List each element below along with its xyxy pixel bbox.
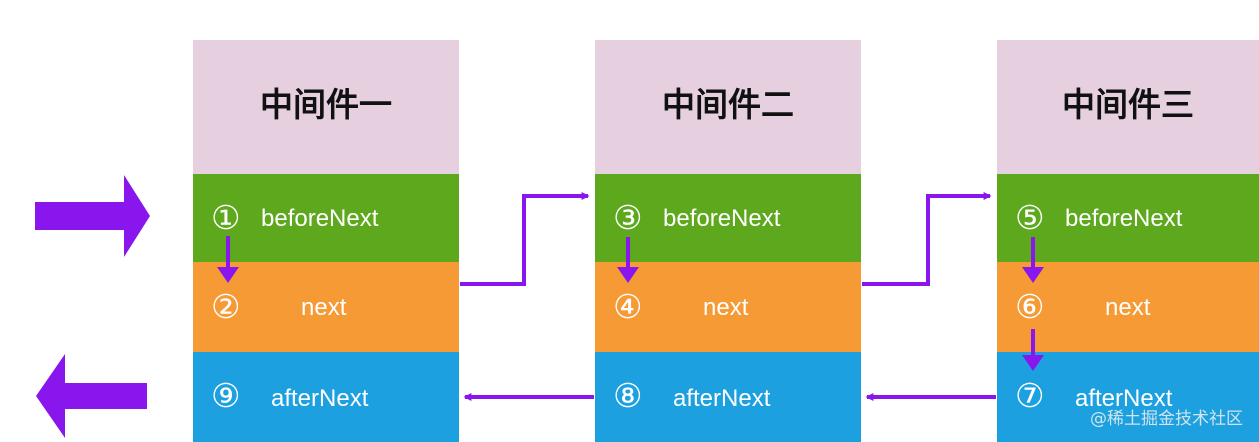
step-number: ⑥ [1015, 287, 1045, 326]
before-next-label: beforeNext [261, 205, 379, 232]
middleware-box-3: 中间件三 ⑤ beforeNext ⑥ next ⑦ afterNext [997, 40, 1259, 442]
before-next-row: ⑤ beforeNext [997, 174, 1259, 262]
after-next-label: afterNext [1075, 385, 1173, 412]
step-number: ⑧ [613, 376, 643, 415]
before-next-row: ① beforeNext [193, 174, 459, 262]
step-number: ① [211, 198, 241, 237]
next-label: next [703, 294, 749, 321]
watermark: @稀土掘金技术社区 [1090, 409, 1243, 429]
next-row: ② next [193, 262, 459, 352]
middleware-title: 中间件一 [260, 85, 392, 124]
response-out-arrow-icon [36, 354, 147, 438]
next-row: ⑥ next [997, 262, 1259, 352]
forward-connector-arrow-icon [460, 192, 590, 286]
middleware-box-2: 中间件二 ③ beforeNext ④ next ⑧ afterNext [595, 40, 861, 442]
middleware-header: 中间件一 [193, 40, 459, 174]
after-next-label: afterNext [673, 385, 771, 412]
middleware-title: 中间件三 [1062, 85, 1194, 124]
step-number: ⑦ [1015, 376, 1045, 415]
middleware-header: 中间件三 [997, 40, 1259, 174]
step-number: ⑨ [211, 376, 241, 415]
step-number: ② [211, 287, 241, 326]
after-next-label: afterNext [271, 385, 369, 412]
request-in-arrow-icon [35, 175, 150, 257]
before-next-label: beforeNext [663, 205, 781, 232]
middleware-box-1: 中间件一 ① beforeNext ② next ⑨ afterNext [193, 40, 459, 442]
middleware-title: 中间件二 [662, 85, 794, 124]
next-label: next [1105, 294, 1151, 321]
middleware-header: 中间件二 [595, 40, 861, 174]
before-next-label: beforeNext [1065, 205, 1183, 232]
before-next-row: ③ beforeNext [595, 174, 861, 262]
step-number: ④ [613, 287, 643, 326]
next-row: ④ next [595, 262, 861, 352]
next-label: next [301, 294, 347, 321]
after-next-row: ⑧ afterNext [595, 352, 861, 442]
forward-connector-arrow-icon [862, 192, 992, 286]
step-number: ③ [613, 198, 643, 237]
after-next-row: ⑨ afterNext [193, 352, 459, 442]
step-number: ⑤ [1015, 198, 1045, 237]
